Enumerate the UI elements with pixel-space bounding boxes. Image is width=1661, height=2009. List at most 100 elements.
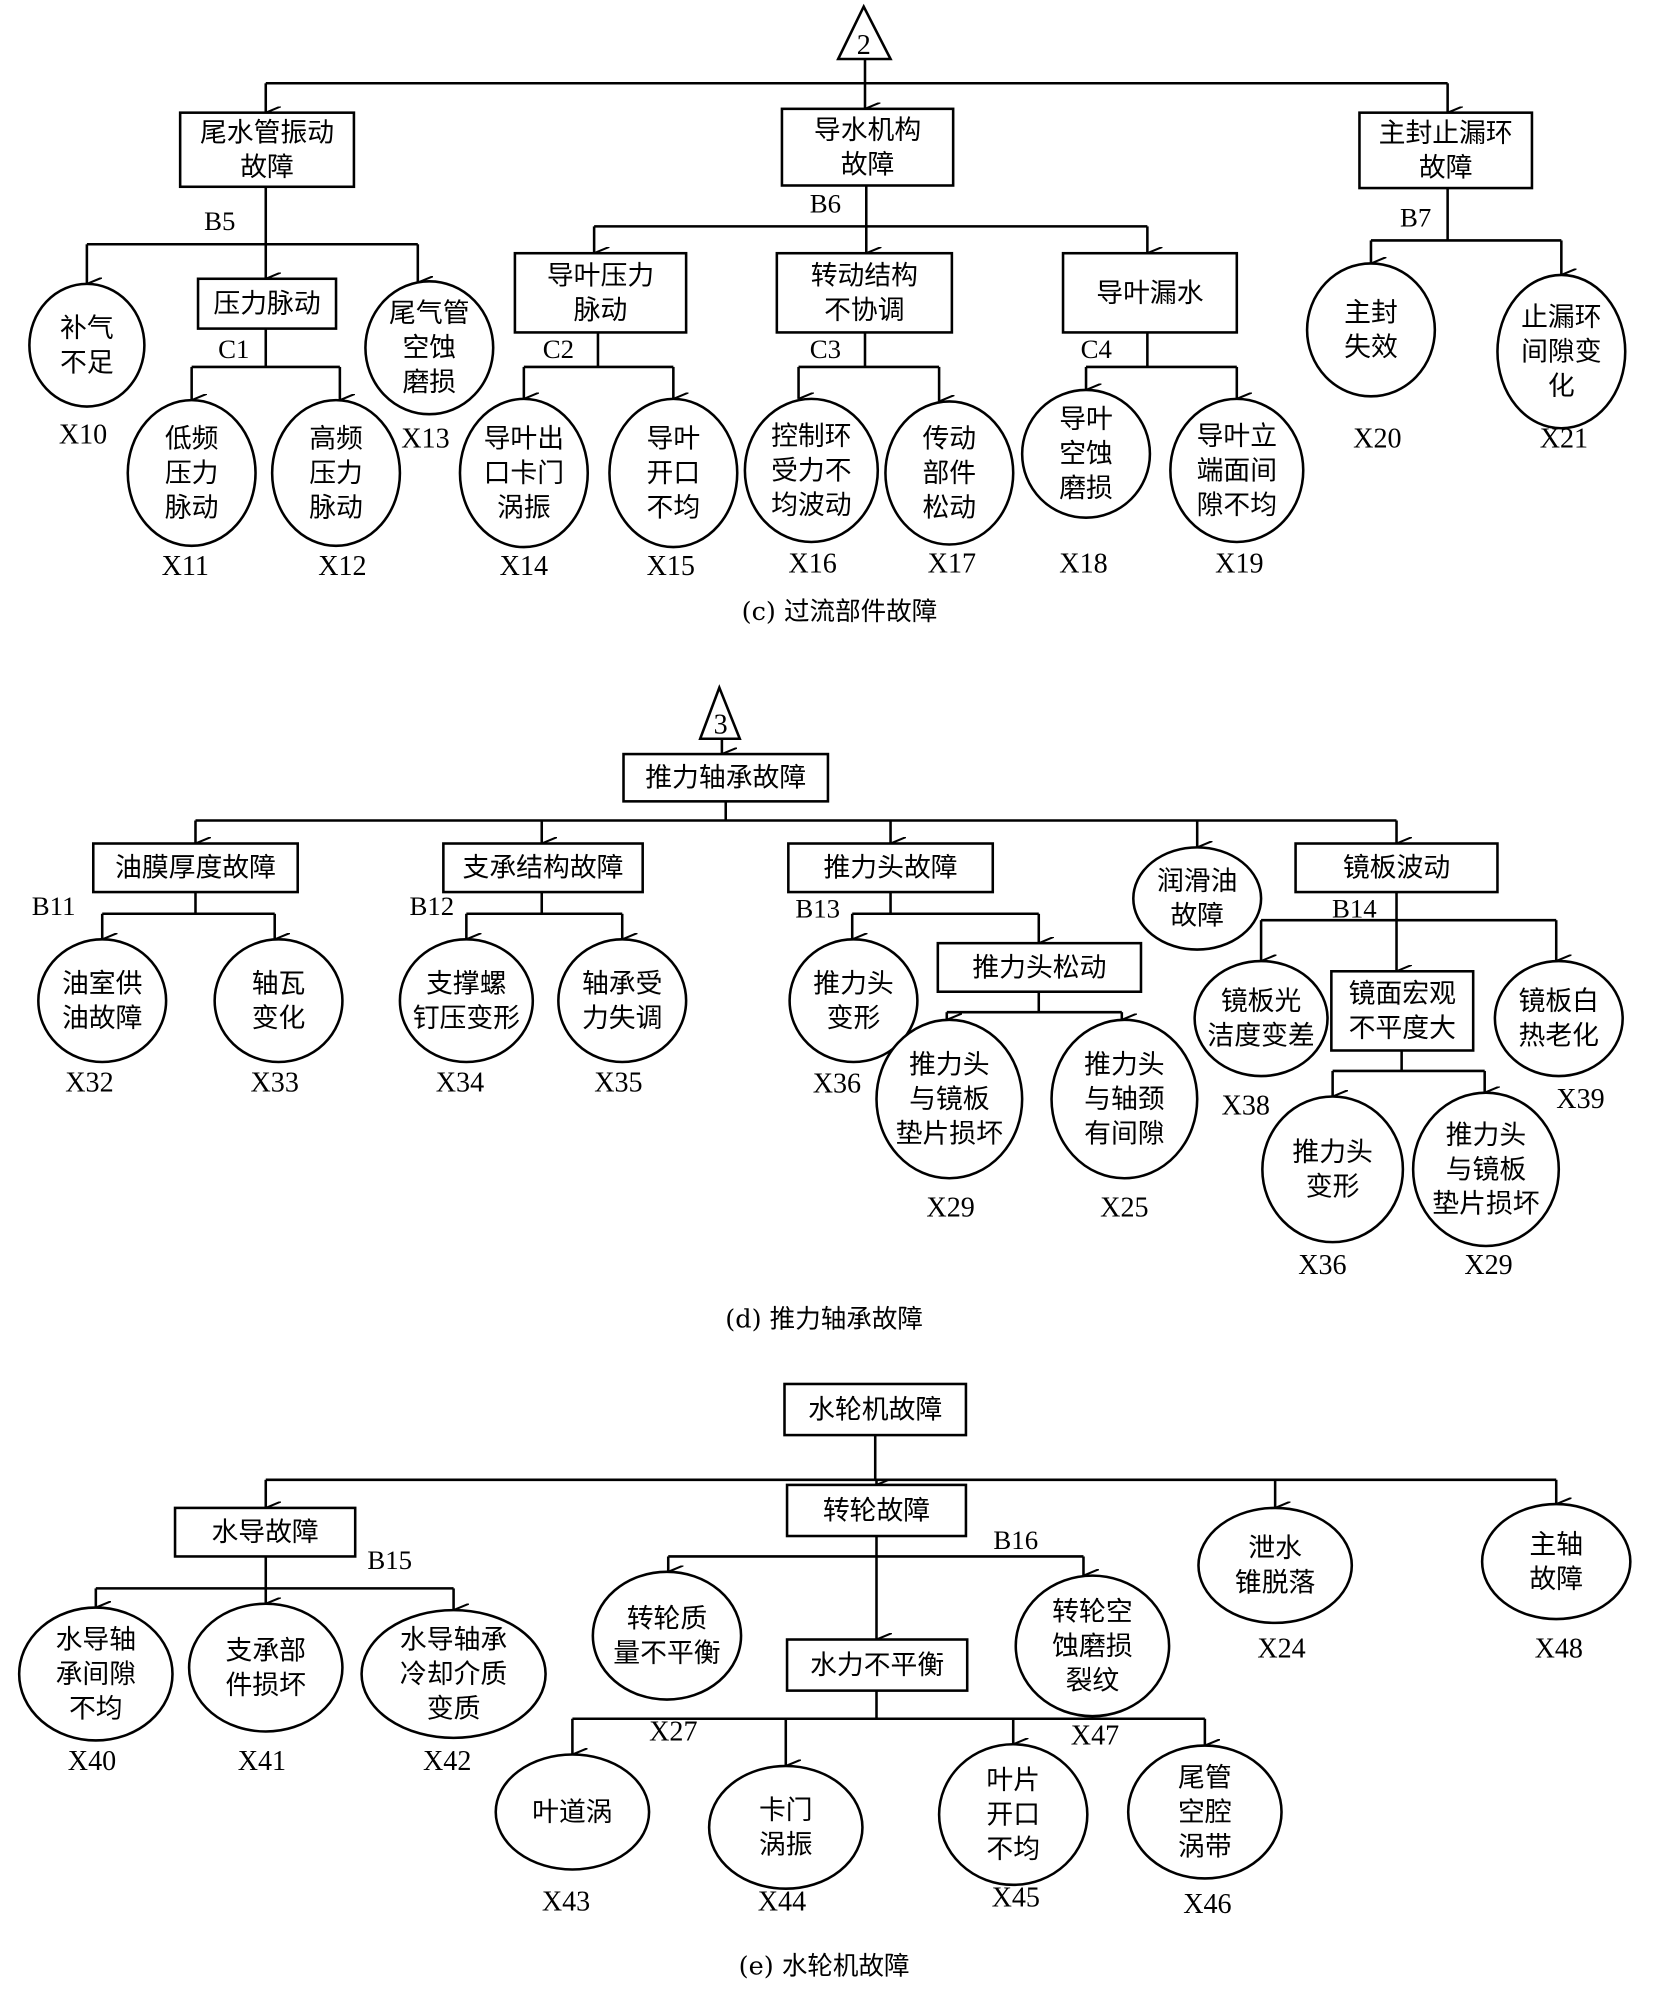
node-label: 力失调 <box>582 1003 662 1034</box>
node-label: 镜板波动 <box>1343 853 1450 884</box>
node-label: 钉压变形 <box>413 1003 520 1034</box>
node-label: 轴瓦 <box>252 968 306 999</box>
event-code: X32 <box>65 1067 113 1098</box>
node-label: 推力头 <box>813 968 893 999</box>
node-label: 变质 <box>427 1693 481 1724</box>
node-label: 与镜板 <box>909 1084 989 1115</box>
event-box: 推力头松动 <box>936 941 1143 994</box>
event-code: X44 <box>758 1886 806 1917</box>
event-code: X40 <box>68 1746 116 1777</box>
gate-label: C1 <box>218 334 249 364</box>
node-label: 与镜板 <box>1446 1154 1526 1185</box>
gate-label: B11 <box>32 891 76 921</box>
node-label: 变化 <box>252 1003 306 1034</box>
gate-label: B5 <box>204 206 235 236</box>
node-label: 件损坏 <box>226 1670 307 1701</box>
event-code: X15 <box>647 551 695 582</box>
node-label: 承间隙 <box>56 1659 136 1690</box>
transfer-triangle-3: 3 <box>698 684 742 741</box>
node-label: 传动 <box>922 423 976 454</box>
event-box: 水力不平衡 <box>785 1638 969 1692</box>
node-label: 主封止漏环 <box>1379 118 1513 149</box>
event-box: 水导故障 <box>173 1506 357 1558</box>
node-label: 涡振 <box>759 1830 813 1861</box>
transfer-label: 2 <box>857 30 871 61</box>
node-label: 卡门 <box>759 1795 813 1826</box>
event-code: X13 <box>401 423 449 454</box>
node-label: 水轮机故障 <box>808 1394 942 1425</box>
gate-label: C3 <box>810 334 841 364</box>
node-label: 镜面宏观 <box>1349 979 1456 1010</box>
event-box: 转轮故障 <box>785 1483 968 1538</box>
node-label: 变形 <box>1306 1172 1360 1203</box>
connectors <box>85 59 1561 1766</box>
node-label: 开口 <box>986 1800 1040 1831</box>
node-label: 故障 <box>1419 153 1473 184</box>
transfer-label: 3 <box>714 710 728 741</box>
event-code: X34 <box>436 1067 484 1098</box>
node-label: 润滑油 <box>1157 866 1237 897</box>
node-label: 转动结构 <box>811 261 918 292</box>
node-label: 低频 <box>165 423 219 454</box>
event-code: X10 <box>59 420 107 451</box>
gate-label: C2 <box>543 334 574 364</box>
node-label: 转轮空 <box>1052 1596 1132 1627</box>
node-label: 油膜厚度故障 <box>115 853 276 884</box>
event-code: X24 <box>1257 1633 1305 1664</box>
node-label: 垫片损坏 <box>896 1118 1003 1149</box>
gate-label: B6 <box>810 188 841 218</box>
node-label: 松动 <box>922 492 976 523</box>
node-label: 端面间 <box>1197 455 1277 486</box>
transfer-triangle-2: 2 <box>836 3 893 61</box>
event-code: X16 <box>788 549 836 580</box>
event-code: X41 <box>238 1746 286 1777</box>
event-code: X18 <box>1059 549 1107 580</box>
node-label: 隙不均 <box>1197 490 1277 521</box>
caption-c: (c) 过流部件故障 <box>742 597 938 627</box>
node-label: 压力 <box>165 458 219 489</box>
node-label: 失效 <box>1344 332 1398 363</box>
event-code: X35 <box>594 1067 642 1098</box>
node-label: 部件 <box>922 458 976 489</box>
node-label: 不均 <box>986 1834 1040 1865</box>
node-label: 空蚀 <box>1059 439 1113 470</box>
event-box: 推力轴承故障 <box>622 752 830 803</box>
event-code: X19 <box>1215 549 1263 580</box>
node-label: 口卡门 <box>484 458 564 489</box>
node-label: 故障 <box>1529 1564 1583 1595</box>
node-label: 镜板白 <box>1519 986 1599 1017</box>
node-label: 涡带 <box>1178 1831 1232 1862</box>
node-label: 水力不平衡 <box>810 1650 944 1681</box>
event-code: X12 <box>318 551 366 582</box>
event-code: X47 <box>1071 1720 1119 1751</box>
node-label: 止漏环 <box>1521 302 1601 333</box>
node-label: 洁度变差 <box>1207 1021 1314 1052</box>
node-label: 支撑螺 <box>426 968 506 999</box>
node-label: 推力头 <box>909 1049 989 1080</box>
node-label: 蚀磨损 <box>1052 1631 1132 1662</box>
node-label: 裂纹 <box>1066 1665 1120 1696</box>
event-code: X11 <box>162 551 209 582</box>
node-label: 推力头 <box>1084 1049 1164 1080</box>
event-code: X25 <box>1100 1193 1148 1224</box>
node-label: 推力轴承故障 <box>645 763 806 794</box>
node-label: 镜板光 <box>1221 986 1301 1017</box>
node-label: 与轴颈 <box>1084 1084 1164 1115</box>
node-label: 不均 <box>647 492 701 523</box>
event-box: 导叶漏水 <box>1061 251 1239 334</box>
